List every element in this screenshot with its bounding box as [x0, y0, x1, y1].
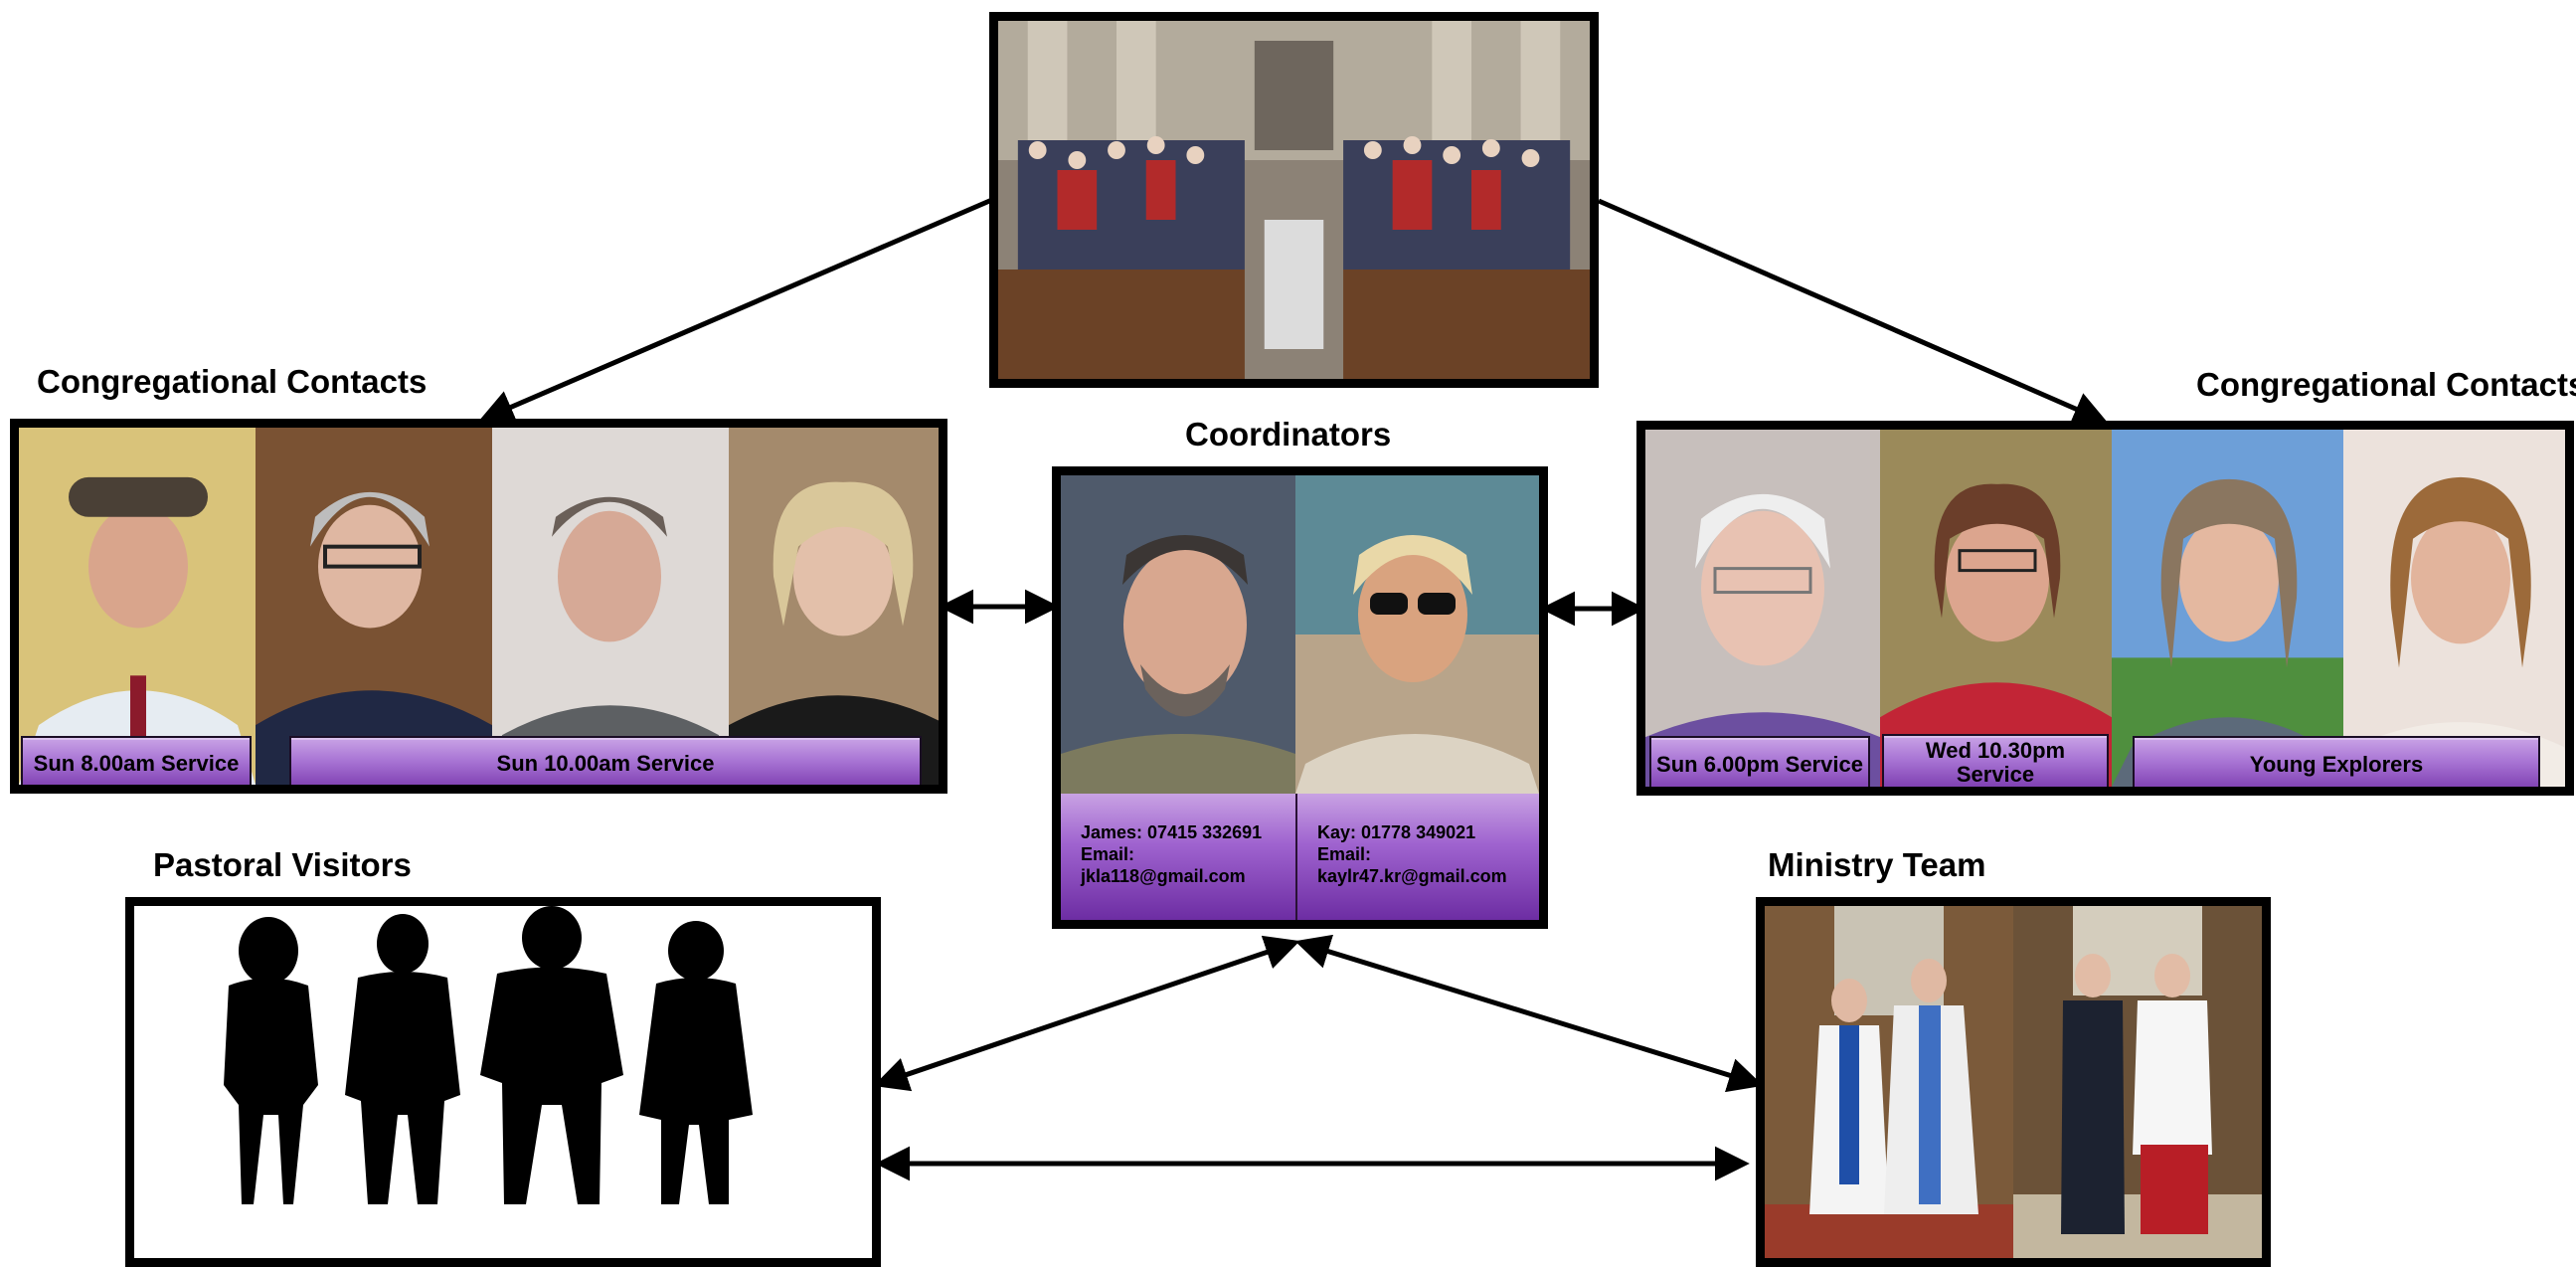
contact-photo-8 — [2343, 430, 2565, 787]
congregational-contacts-right: Sun 6.00pm Service Wed 10.30pm Service Y… — [1636, 421, 2574, 796]
silhouettes-image — [224, 906, 753, 1204]
james-phone: James: 07415 332691 — [1081, 822, 1263, 842]
label-sun-6pm-service: Sun 6.00pm Service — [1649, 736, 1870, 787]
james-email[interactable]: jkla118@gmail.com — [1081, 866, 1246, 886]
pastoral-visitors-panel — [125, 897, 881, 1267]
ministry-team-panel — [1756, 897, 2271, 1267]
coordinator-james-contact: James: 07415 332691 Email: jkla118@gmail… — [1061, 794, 1295, 920]
contact-photo-3 — [492, 428, 729, 785]
label-sun-8am-service: Sun 8.00am Service — [21, 736, 252, 785]
arrow-top-to-left — [478, 196, 995, 424]
congregational-contacts-right-heading: Congregational Contacts — [2196, 366, 2576, 403]
contact-photo-7 — [2112, 430, 2343, 787]
kay-email[interactable]: kaylr47.kr@gmail.com — [1317, 866, 1507, 886]
coordinator-photo-james — [1061, 475, 1295, 794]
arrow-coordinators-pastoral — [873, 935, 1300, 1092]
contact-photo-2 — [256, 428, 492, 785]
arrow-coordinators-ministry — [1294, 934, 1764, 1093]
label-young-explorers: Young Explorers — [2133, 736, 2540, 787]
ministry-team-heading: Ministry Team — [1768, 846, 1986, 883]
contact-photo-4 — [729, 428, 939, 785]
congregational-contacts-left-heading: Congregational Contacts — [37, 363, 428, 400]
arrow-top-to-right — [1598, 198, 2109, 426]
coordinator-photo-kay — [1295, 475, 1539, 794]
contact-photo-5 — [1645, 430, 1880, 787]
coordinator-kay-contact: Kay: 01778 349021 Email: kaylr47.kr@gmai… — [1295, 794, 1539, 920]
ministry-photo-1 — [1765, 906, 2013, 1258]
kay-phone: Kay: 01778 349021 — [1317, 822, 1476, 842]
ministry-photo-2 — [2013, 906, 2262, 1258]
kay-email-label: Email: — [1317, 844, 1372, 864]
contact-photo-1 — [19, 428, 256, 785]
pastoral-visitors-heading: Pastoral Visitors — [153, 846, 412, 883]
coordinators-heading: Coordinators — [1185, 416, 1392, 452]
coordinators-panel: James: 07415 332691 Email: jkla118@gmail… — [1052, 466, 1548, 929]
church-congregation-photo — [989, 12, 1599, 388]
label-sun-10am-service: Sun 10.00am Service — [289, 736, 922, 785]
congregational-contacts-left: Sun 8.00am Service Sun 10.00am Service — [10, 419, 947, 794]
label-wed-1030pm-service: Wed 10.30pm Service — [1882, 734, 2109, 787]
james-email-label: Email: — [1081, 844, 1135, 864]
